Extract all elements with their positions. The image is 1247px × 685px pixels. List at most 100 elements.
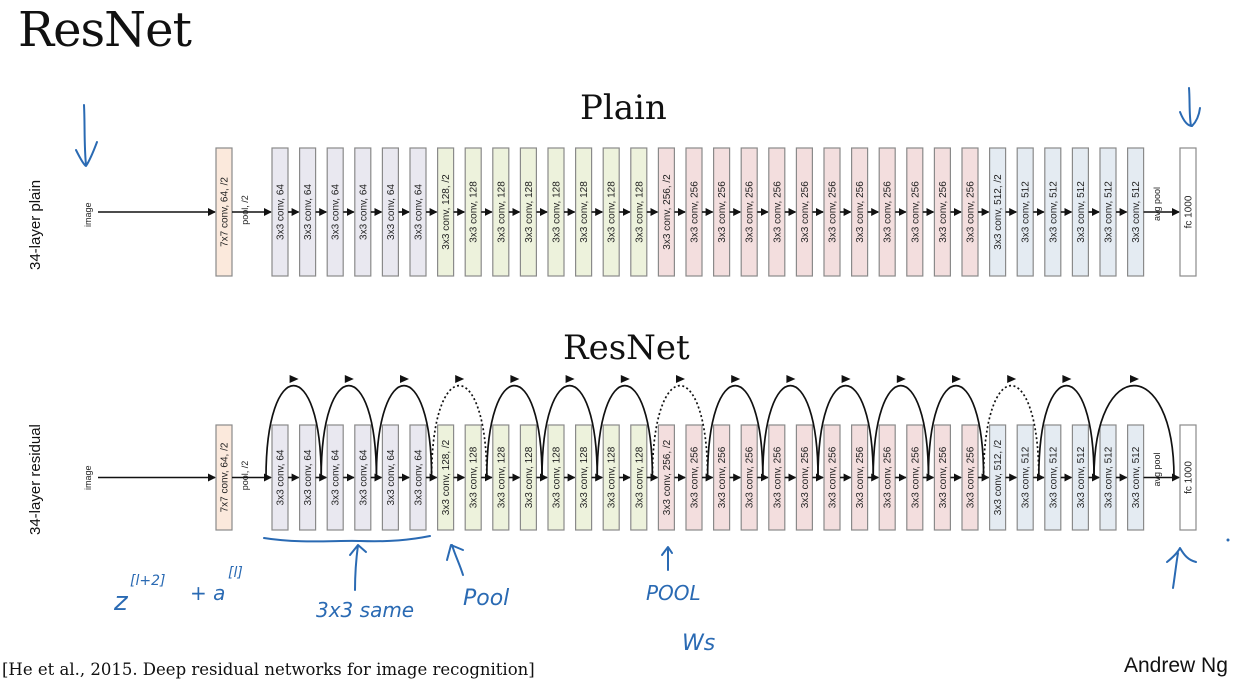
residual-pool-label: pool, /2 xyxy=(240,461,250,491)
skip-connection-arc xyxy=(1093,385,1175,478)
skip-connection-arc xyxy=(541,384,599,478)
plain-avg-pool-label: avg pool xyxy=(1152,187,1162,221)
skip-arrowhead-icon xyxy=(952,375,961,383)
skip-arrowhead-icon xyxy=(455,375,465,383)
plain-layer-label: 3x3 conv, 256 xyxy=(910,181,921,243)
plain-layer-label: 3x3 conv, 256 xyxy=(966,181,977,243)
formula-z: z xyxy=(113,587,129,617)
residual-layer-label: 3x3 conv, 512 xyxy=(1021,446,1032,508)
plain-layer-label: 7x7 conv, 64, /2 xyxy=(220,177,231,247)
skip-arrowhead-icon xyxy=(510,375,520,383)
skip-connection-arc xyxy=(430,384,488,478)
skip-arrowhead-icon xyxy=(676,375,685,383)
residual-layer-label: 7x7 conv, 64, /2 xyxy=(220,442,231,512)
skip-arrowhead-icon xyxy=(565,375,575,383)
plain-layer-label: 3x3 conv, 128 xyxy=(524,181,535,243)
residual-layer-label: 3x3 conv, 256 xyxy=(772,446,783,508)
formula-a-superscript: [l] xyxy=(228,565,243,581)
down-arrow-right-icon xyxy=(1179,87,1201,127)
pool-annotation-1: Pool xyxy=(463,586,509,611)
ink-dot xyxy=(1226,538,1230,542)
plain-layer-label: 3x3 conv, 256 xyxy=(690,181,701,243)
plain-layer-label: 3x3 conv, 512 xyxy=(1131,181,1142,243)
residual-layer-label: 3x3 conv, 64 xyxy=(331,449,342,505)
skip-arrowhead-icon xyxy=(1007,375,1017,383)
skip-connection-arc xyxy=(485,384,543,478)
plain-layer-label: 3x3 conv, 512 xyxy=(1021,181,1032,243)
plain-layer-label: 3x3 conv, 512 xyxy=(1104,181,1115,243)
plain-layer-label: 3x3 conv, 256 xyxy=(772,181,783,243)
brace-underline xyxy=(263,535,431,543)
skip-arrowhead-icon xyxy=(841,375,851,383)
up-arrow-pool2-icon xyxy=(661,546,673,571)
residual-layer-label: 3x3 conv, 64 xyxy=(303,449,314,505)
skip-connection-arc xyxy=(927,384,985,478)
residual-layer-label: 3x3 conv, 512 xyxy=(1076,446,1087,508)
skip-connection-arc xyxy=(320,384,378,478)
down-arrow-left-icon xyxy=(75,104,98,167)
residual-layer-label: 3x3 conv, 128 xyxy=(552,446,563,508)
plain-layer-label: 3x3 conv, 256 xyxy=(800,181,811,243)
residual-layer-label: 3x3 conv, 256 xyxy=(883,446,894,508)
skip-connection-arc xyxy=(982,384,1040,478)
residual-layer-label: 3x3 conv, 256 xyxy=(938,446,949,508)
skip-connection-arc xyxy=(596,384,654,478)
residual-row-label: 34-layer residual xyxy=(27,424,44,535)
plain-layer-label: 3x3 conv, 128, /2 xyxy=(441,174,452,250)
formula-plus-a: + a xyxy=(190,581,225,605)
up-arrow-fc-icon xyxy=(1166,547,1197,589)
skip-connection-arc xyxy=(1037,384,1095,478)
residual-layer-label: 3x3 conv, 512, /2 xyxy=(993,439,1004,515)
residual-layer-label: 3x3 conv, 128 xyxy=(496,446,507,508)
plain-layer-label: 3x3 conv, 512 xyxy=(1048,181,1059,243)
residual-layer-label: 3x3 conv, 256 xyxy=(855,446,866,508)
residual-layer-label: 3x3 conv, 256 xyxy=(745,446,756,508)
residual-layer-label: 3x3 conv, 64 xyxy=(386,449,397,505)
citation: [He et al., 2015. Deep residual networks… xyxy=(2,660,535,679)
ws-annotation: Ws xyxy=(682,631,715,656)
plain-layer-label: 3x3 conv, 128 xyxy=(634,181,645,243)
plain-layer-label: 3x3 conv, 256 xyxy=(745,181,756,243)
residual-layer-label: 3x3 conv, 128, /2 xyxy=(441,439,452,515)
slide-title: ResNet xyxy=(18,2,192,58)
residual-layer-label: 3x3 conv, 128 xyxy=(469,446,480,508)
plain-layer-label: 3x3 conv, 64 xyxy=(414,184,425,240)
skip-connection-arc xyxy=(706,384,764,478)
same-annotation: 3x3 same xyxy=(316,598,414,622)
up-arrow-same-icon xyxy=(349,544,367,591)
plain-layer-label: 3x3 conv, 256 xyxy=(938,181,949,243)
skip-arrowhead-icon xyxy=(731,375,741,383)
skip-arrowhead-icon xyxy=(620,375,630,383)
plain-layer-label: 3x3 conv, 512 xyxy=(1076,181,1087,243)
skip-arrowhead-icon xyxy=(786,375,796,383)
skip-arrowhead-icon xyxy=(1062,375,1072,383)
residual-layer-label: 3x3 conv, 512 xyxy=(1048,446,1059,508)
residual-layer-box xyxy=(1179,424,1197,531)
plain-section-title: Plain xyxy=(580,88,667,128)
residual-network-row: 7x7 conv, 64, /2 3x3 conv, 64 3x3 conv, 64… xyxy=(98,375,1197,531)
residual-layer-label: 3x3 conv, 64 xyxy=(358,449,369,505)
residual-layer-label: 3x3 conv, 512 xyxy=(1104,446,1115,508)
plain-layer-label: 3x3 conv, 64 xyxy=(331,184,342,240)
resnet-section-title: ResNet xyxy=(563,328,690,368)
residual-layer-label: 3x3 conv, 128 xyxy=(607,446,618,508)
plain-layer-label: 3x3 conv, 128 xyxy=(552,181,563,243)
plain-layer-label: 3x3 conv, 512, /2 xyxy=(993,174,1004,250)
residual-layer-label: 3x3 conv, 256 xyxy=(828,446,839,508)
plain-layer-label: fc 1000 xyxy=(1184,195,1195,228)
author-name: Andrew Ng xyxy=(1124,654,1228,677)
residual-layer-label: 3x3 conv, 128 xyxy=(524,446,535,508)
skip-connection-arc xyxy=(651,384,709,478)
residual-layer-label: 3x3 conv, 256 xyxy=(800,446,811,508)
ink-annotations: z [l+2] + a [l] 3x3 same Pool POOL Ws xyxy=(75,87,1230,656)
residual-avg-pool-label: avg pool xyxy=(1152,452,1162,486)
plain-row-label: 34-layer plain xyxy=(27,180,44,270)
plain-layer-label: 3x3 conv, 128 xyxy=(469,181,480,243)
plain-layer-box xyxy=(1179,147,1197,277)
residual-layer-label: 3x3 conv, 256 xyxy=(966,446,977,508)
residual-layer-label: 3x3 conv, 64 xyxy=(276,449,287,505)
residual-layer-label: 3x3 conv, 256, /2 xyxy=(662,439,673,515)
residual-input-label: image xyxy=(83,465,93,490)
skip-arrowhead-icon xyxy=(344,375,354,383)
